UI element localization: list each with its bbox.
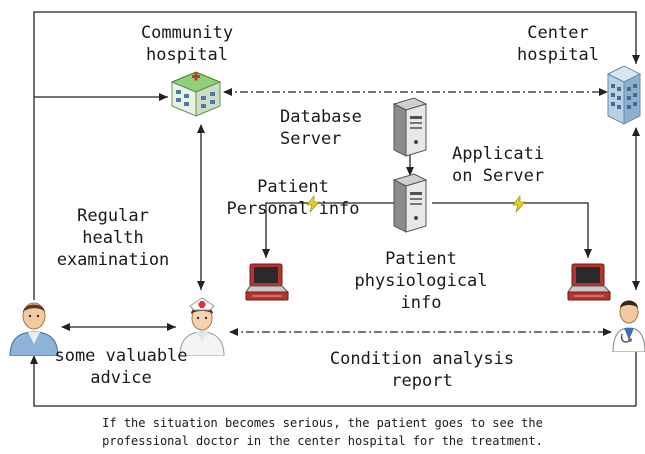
- patient-physiological-info-label: Patient physiological info: [354, 249, 488, 313]
- edge-top-frame: [33, 11, 640, 300]
- condition-analysis-report-label: Condition analysis report: [329, 349, 515, 391]
- figure-caption: If the situation becomes serious, the pa…: [102, 416, 543, 448]
- nurse-icon: [179, 297, 225, 356]
- database-server-label: Database Server: [280, 107, 362, 149]
- server-tower-icon: [392, 97, 428, 157]
- regular-health-examination-label: Regular health examination: [56, 206, 170, 270]
- lightning-bolt-icon: [512, 195, 526, 213]
- center-hospital-label: Center hospital: [517, 23, 599, 65]
- doctor-icon: [612, 300, 645, 352]
- lightning-bolt-icon: [306, 195, 320, 213]
- patient-personal-info-label: Patient Personal info: [226, 177, 360, 219]
- application-server-label: Applicati on Server: [452, 144, 545, 186]
- edge-app-right-terminal: [432, 202, 592, 258]
- laptop-terminal-icon: [245, 263, 290, 301]
- laptop-terminal-icon: [567, 263, 612, 301]
- community-hospital-label: Community hospital: [140, 23, 234, 65]
- edge-bottom-frame: [30, 355, 636, 407]
- edge-app-left-terminal: [262, 202, 394, 258]
- office-building-icon: [606, 65, 642, 125]
- patient-icon: [9, 302, 59, 356]
- hospital-building-icon: [170, 71, 222, 117]
- some-valuable-advice-label: some valuable advice: [54, 346, 188, 388]
- server-tower-icon: [392, 173, 428, 233]
